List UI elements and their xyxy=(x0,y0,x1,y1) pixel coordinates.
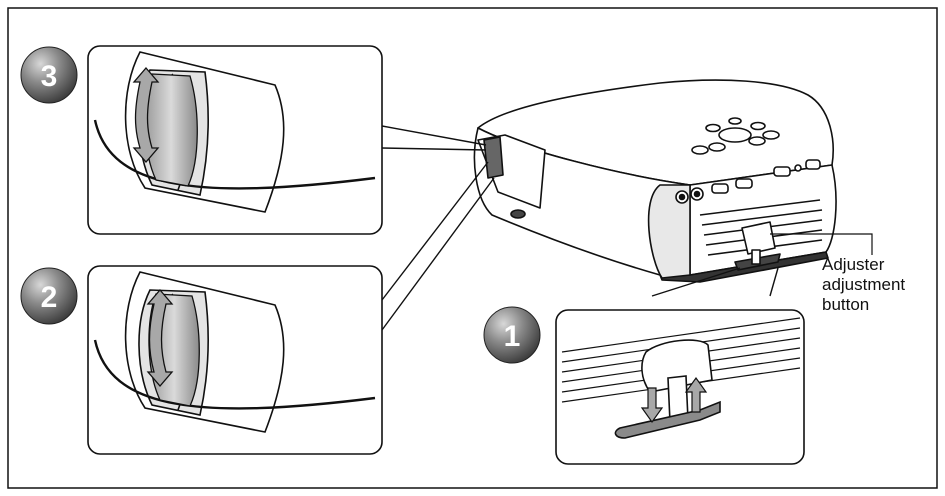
step-badge-1: 1 xyxy=(483,306,541,364)
label-line-2: adjustment xyxy=(822,275,906,294)
outer-frame xyxy=(7,7,938,489)
adjuster-panel-1 xyxy=(555,309,805,465)
step-number-1: 1 xyxy=(504,320,521,353)
double-arrow-icon xyxy=(146,289,174,387)
zoom-panel-3 xyxy=(87,45,383,235)
step-badge-3: 3 xyxy=(20,46,78,104)
label-line-3: button xyxy=(822,295,870,314)
down-arrow-icon xyxy=(640,387,664,424)
zoom-panel-2 xyxy=(87,265,383,455)
adjuster-adjustment-button-label: Adjuster adjustment button xyxy=(822,255,932,315)
double-arrow-icon xyxy=(132,67,160,163)
step-number-3: 3 xyxy=(41,60,58,93)
callout-leader xyxy=(770,233,873,255)
focus-ring-3 xyxy=(144,73,198,187)
up-arrow-icon xyxy=(684,376,708,413)
step-badge-2: 2 xyxy=(20,267,78,325)
projector-body xyxy=(473,79,837,283)
label-line-1: Adjuster xyxy=(822,255,885,274)
step-number-2: 2 xyxy=(41,281,58,314)
leader-lines xyxy=(381,125,779,331)
